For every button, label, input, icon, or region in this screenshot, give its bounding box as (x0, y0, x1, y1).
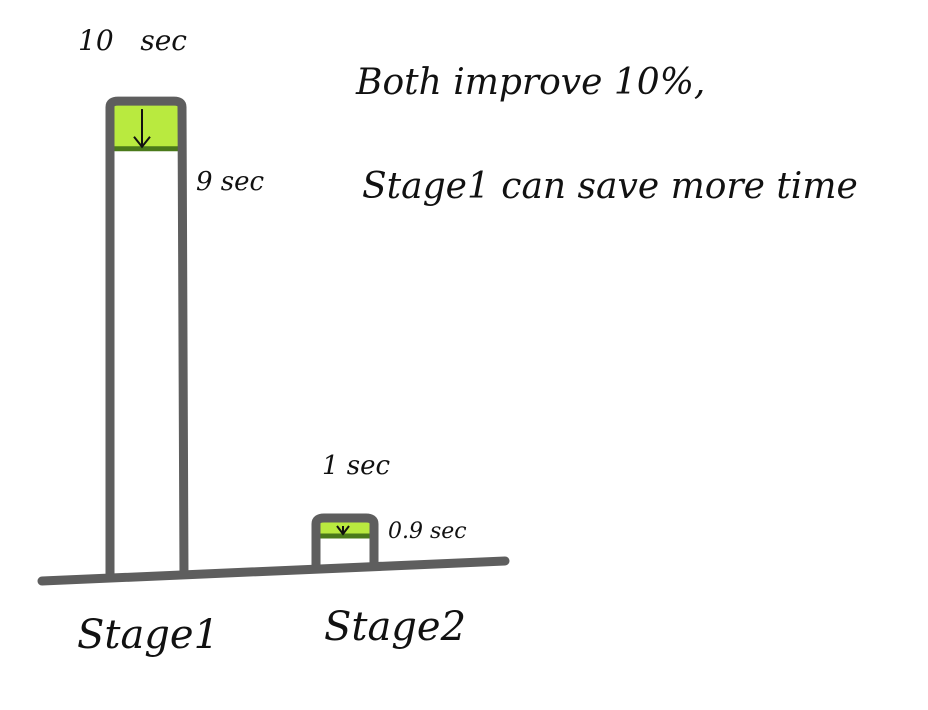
stage2-value-label-after: 0.9 sec (388, 519, 467, 544)
baseline (37, 556, 510, 586)
stage1-category-label: Stage1 (77, 612, 219, 658)
stage2-category-label: Stage2 (324, 604, 466, 650)
stage1-value-label-after: 9 sec (196, 167, 265, 197)
annotation-stage1-saves-more: Stage1 can save more time (362, 166, 858, 207)
stage2-arrow-head (336, 525, 350, 536)
stage2-bar-outline (311, 513, 379, 566)
stage1-arrow-head (133, 136, 151, 149)
annotation-both-improve: Both improve 10%, (356, 62, 706, 103)
stage1-bar-outline (105, 96, 189, 579)
stage2-value-label-before: 1 sec (322, 451, 391, 481)
stage1-value-label-before: 10 sec (78, 24, 187, 57)
